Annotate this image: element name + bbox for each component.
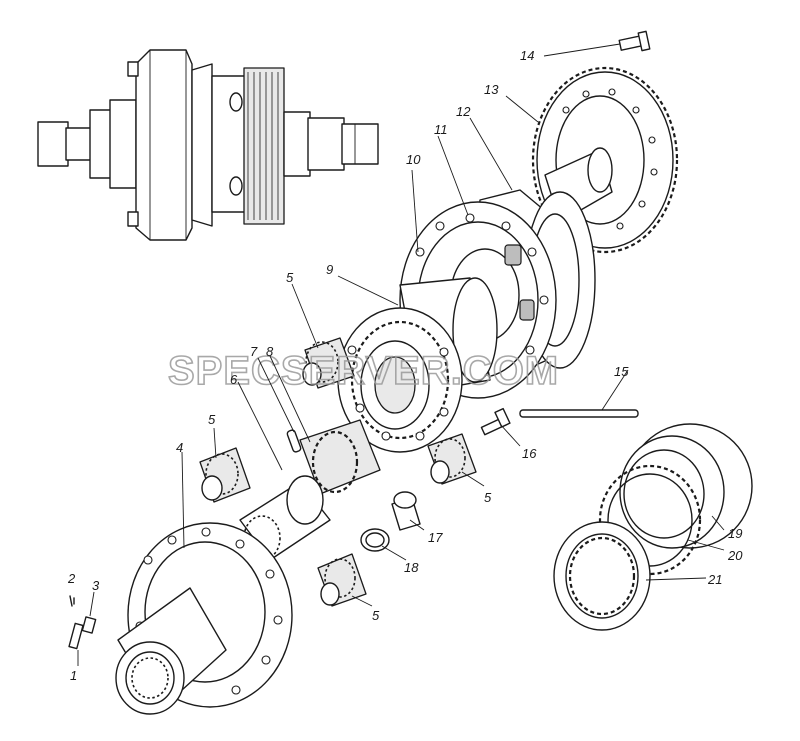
callout-15: 15: [614, 364, 629, 379]
callout-4: 4: [176, 440, 183, 455]
callout-5a: 5: [286, 270, 294, 285]
planet-pinion-5-top: [302, 337, 355, 389]
callout-19: 19: [728, 526, 742, 541]
callout-17: 17: [428, 530, 443, 545]
callout-14: 14: [520, 48, 534, 63]
callout-9: 9: [326, 262, 333, 277]
callout-labels: 1 2 3 4 5 5 5 5 6 7 8 9 10 11 12 13 14 1…: [67, 48, 743, 683]
planet-pinion-5-left: [199, 447, 251, 503]
pin-7: [286, 429, 302, 453]
screw-1: [68, 616, 97, 650]
callout-6: 6: [230, 372, 238, 387]
callout-13: 13: [484, 82, 499, 97]
rod-15: [519, 409, 639, 418]
internal-gear-ring: [337, 307, 463, 453]
callout-2: 2: [67, 571, 76, 586]
ring-18: [360, 528, 390, 552]
callout-21: 21: [707, 572, 722, 587]
callout-5c: 5: [484, 490, 492, 505]
sun-gear-8: [299, 419, 381, 495]
callout-5d: 5: [372, 608, 380, 623]
callout-3: 3: [92, 578, 100, 593]
bolt-16: [480, 407, 511, 436]
lock-ring-20: [598, 464, 702, 576]
bolt-14: [618, 30, 651, 52]
leader-lines: [77, 43, 725, 666]
hub-gear-teeth: [247, 72, 279, 220]
washer-2: [69, 595, 75, 607]
assembled-hub-drawing: [37, 49, 379, 241]
callout-7: 7: [250, 344, 258, 359]
watermark-text: SPECSERVER.COM: [168, 349, 559, 393]
callout-11: 11: [434, 122, 448, 137]
callout-1: 1: [70, 668, 77, 683]
callout-5b: 5: [208, 412, 216, 427]
callout-16: 16: [522, 446, 537, 461]
callout-10: 10: [406, 152, 421, 167]
planet-pinion-5-right: [427, 433, 477, 485]
callout-12: 12: [456, 104, 471, 119]
planet-pinion-5-bottom: [317, 553, 367, 607]
nut-21: [553, 521, 651, 631]
callout-8: 8: [266, 344, 274, 359]
flanged-hub-4: [115, 522, 293, 715]
callout-18: 18: [404, 560, 419, 575]
callout-20: 20: [727, 548, 743, 563]
